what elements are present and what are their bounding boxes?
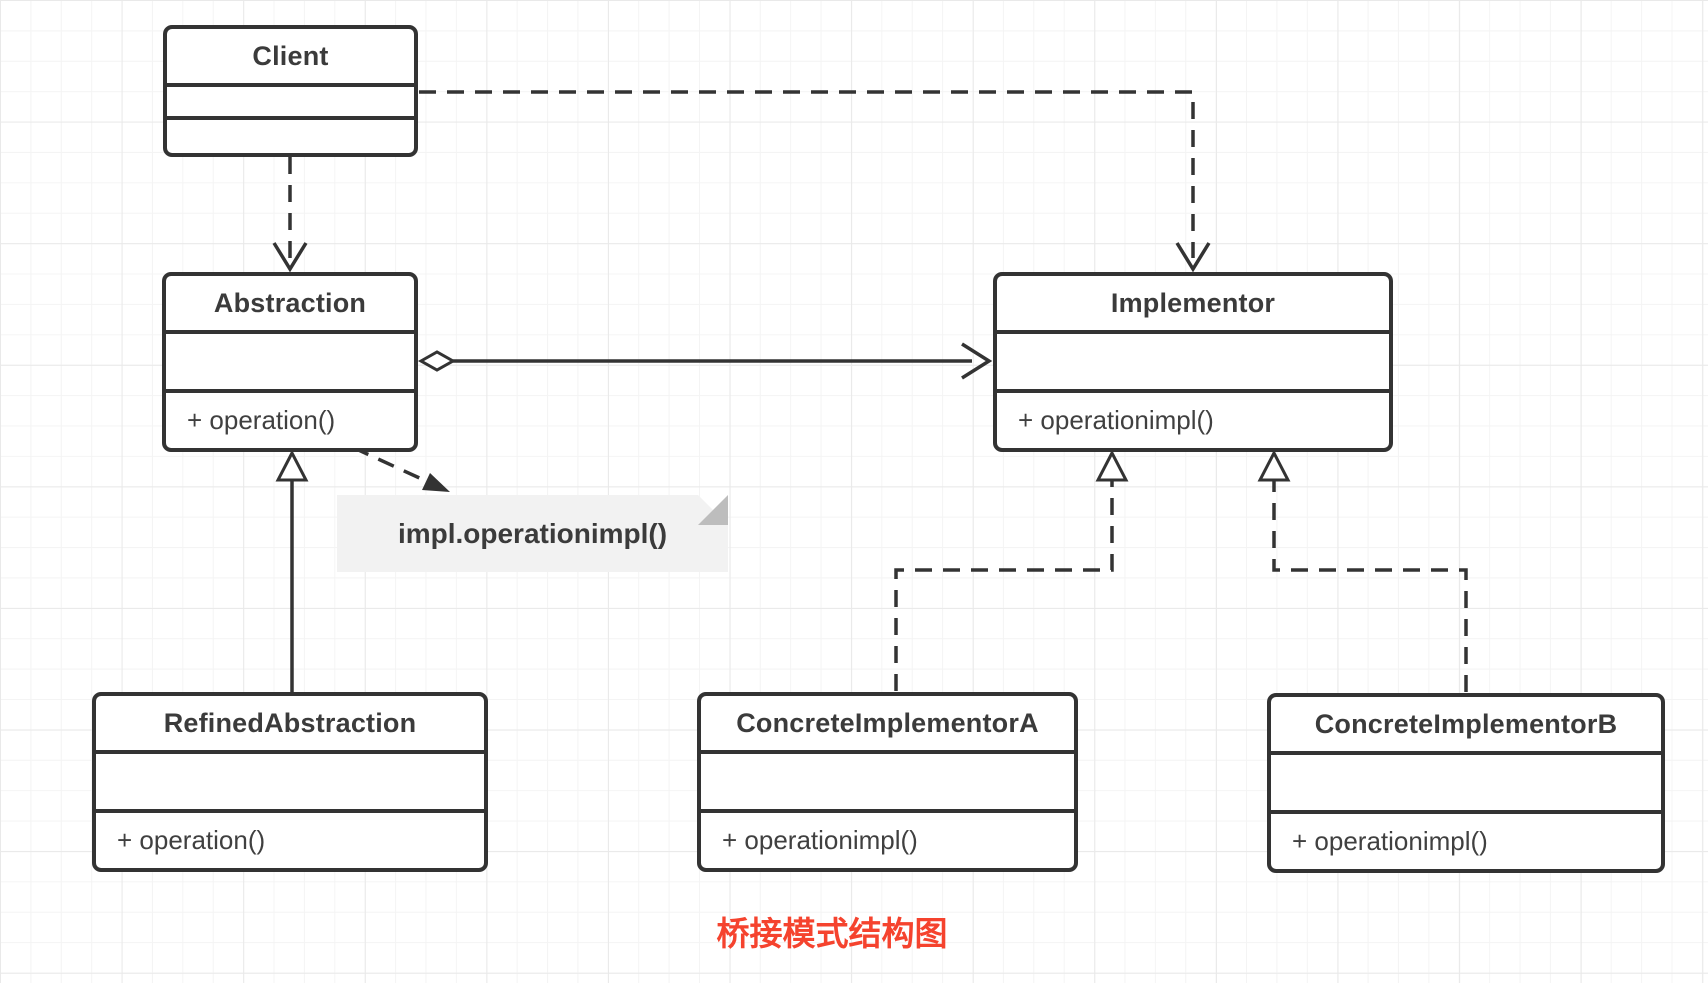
method-label: + operationimpl() (1292, 826, 1488, 856)
open-arrowhead-icon (272, 242, 308, 273)
line-segment (419, 90, 1195, 258)
class-name: Implementor (1110, 287, 1276, 318)
method-label: + operationimpl() (1018, 405, 1214, 435)
hollow-triangle-icon (1257, 449, 1291, 482)
fields-compartment (167, 83, 414, 116)
dependency-client-to-abstraction (272, 157, 308, 273)
fields-compartment (701, 750, 1074, 809)
diagram-caption: 桥接模式结构图 (716, 915, 948, 952)
note-link-abstraction-operation-to-note (301, 422, 450, 492)
methods-compartment (167, 116, 414, 153)
methods-compartment: + operation() (166, 389, 414, 448)
open-arrowhead-icon (961, 342, 993, 380)
filled-arrowhead-icon (422, 473, 450, 492)
class-name: ConcreteImplementorA (736, 707, 1039, 738)
fields-compartment (997, 330, 1389, 389)
aggregation-abstraction-to-implementor (417, 342, 993, 380)
fields-compartment (166, 330, 414, 389)
realization-concreteimplementorb-to-implementor (1257, 449, 1468, 692)
class-name: Abstraction (213, 287, 367, 318)
class-name: ConcreteImplementorB (1314, 708, 1618, 739)
class-box-abstraction[interactable]: Abstraction + operation() (162, 272, 418, 452)
class-box-client[interactable]: Client (163, 25, 418, 157)
methods-compartment: + operationimpl() (701, 809, 1074, 868)
line-segment (894, 480, 1114, 691)
open-arrowhead-icon (1175, 242, 1211, 273)
method-label: + operationimpl() (722, 825, 918, 855)
class-name: Client (252, 40, 329, 71)
method-label: + operation() (187, 405, 336, 435)
methods-compartment: + operation() (96, 809, 484, 868)
dependency-client-to-implementor (419, 90, 1211, 273)
fields-compartment (96, 750, 484, 809)
note-text: impl.operationimpl() (397, 517, 668, 549)
class-box-refinedabstraction[interactable]: RefinedAbstraction + operation() (92, 692, 488, 872)
realization-concreteimplementora-to-implementor (894, 449, 1129, 691)
generalization-refinedabstraction-to-abstraction (275, 449, 309, 692)
class-box-concreteimplementora[interactable]: ConcreteImplementorA + operationimpl() (697, 692, 1078, 872)
method-label: + operation() (117, 825, 266, 855)
note-fold-corner-icon (698, 495, 728, 525)
fields-compartment (1271, 751, 1661, 810)
hollow-diamond-icon (417, 350, 457, 372)
hollow-triangle-icon (275, 449, 309, 482)
line-segment (1272, 480, 1468, 692)
hollow-triangle-icon (1095, 449, 1129, 482)
line-segment (301, 422, 427, 483)
class-box-implementor[interactable]: Implementor + operationimpl() (993, 272, 1393, 452)
methods-compartment: + operationimpl() (997, 389, 1389, 448)
uml-note[interactable]: impl.operationimpl() (337, 495, 728, 572)
methods-compartment: + operationimpl() (1271, 810, 1661, 869)
class-name: RefinedAbstraction (163, 707, 417, 738)
class-box-concreteimplementorb[interactable]: ConcreteImplementorB + operationimpl() (1267, 693, 1665, 873)
